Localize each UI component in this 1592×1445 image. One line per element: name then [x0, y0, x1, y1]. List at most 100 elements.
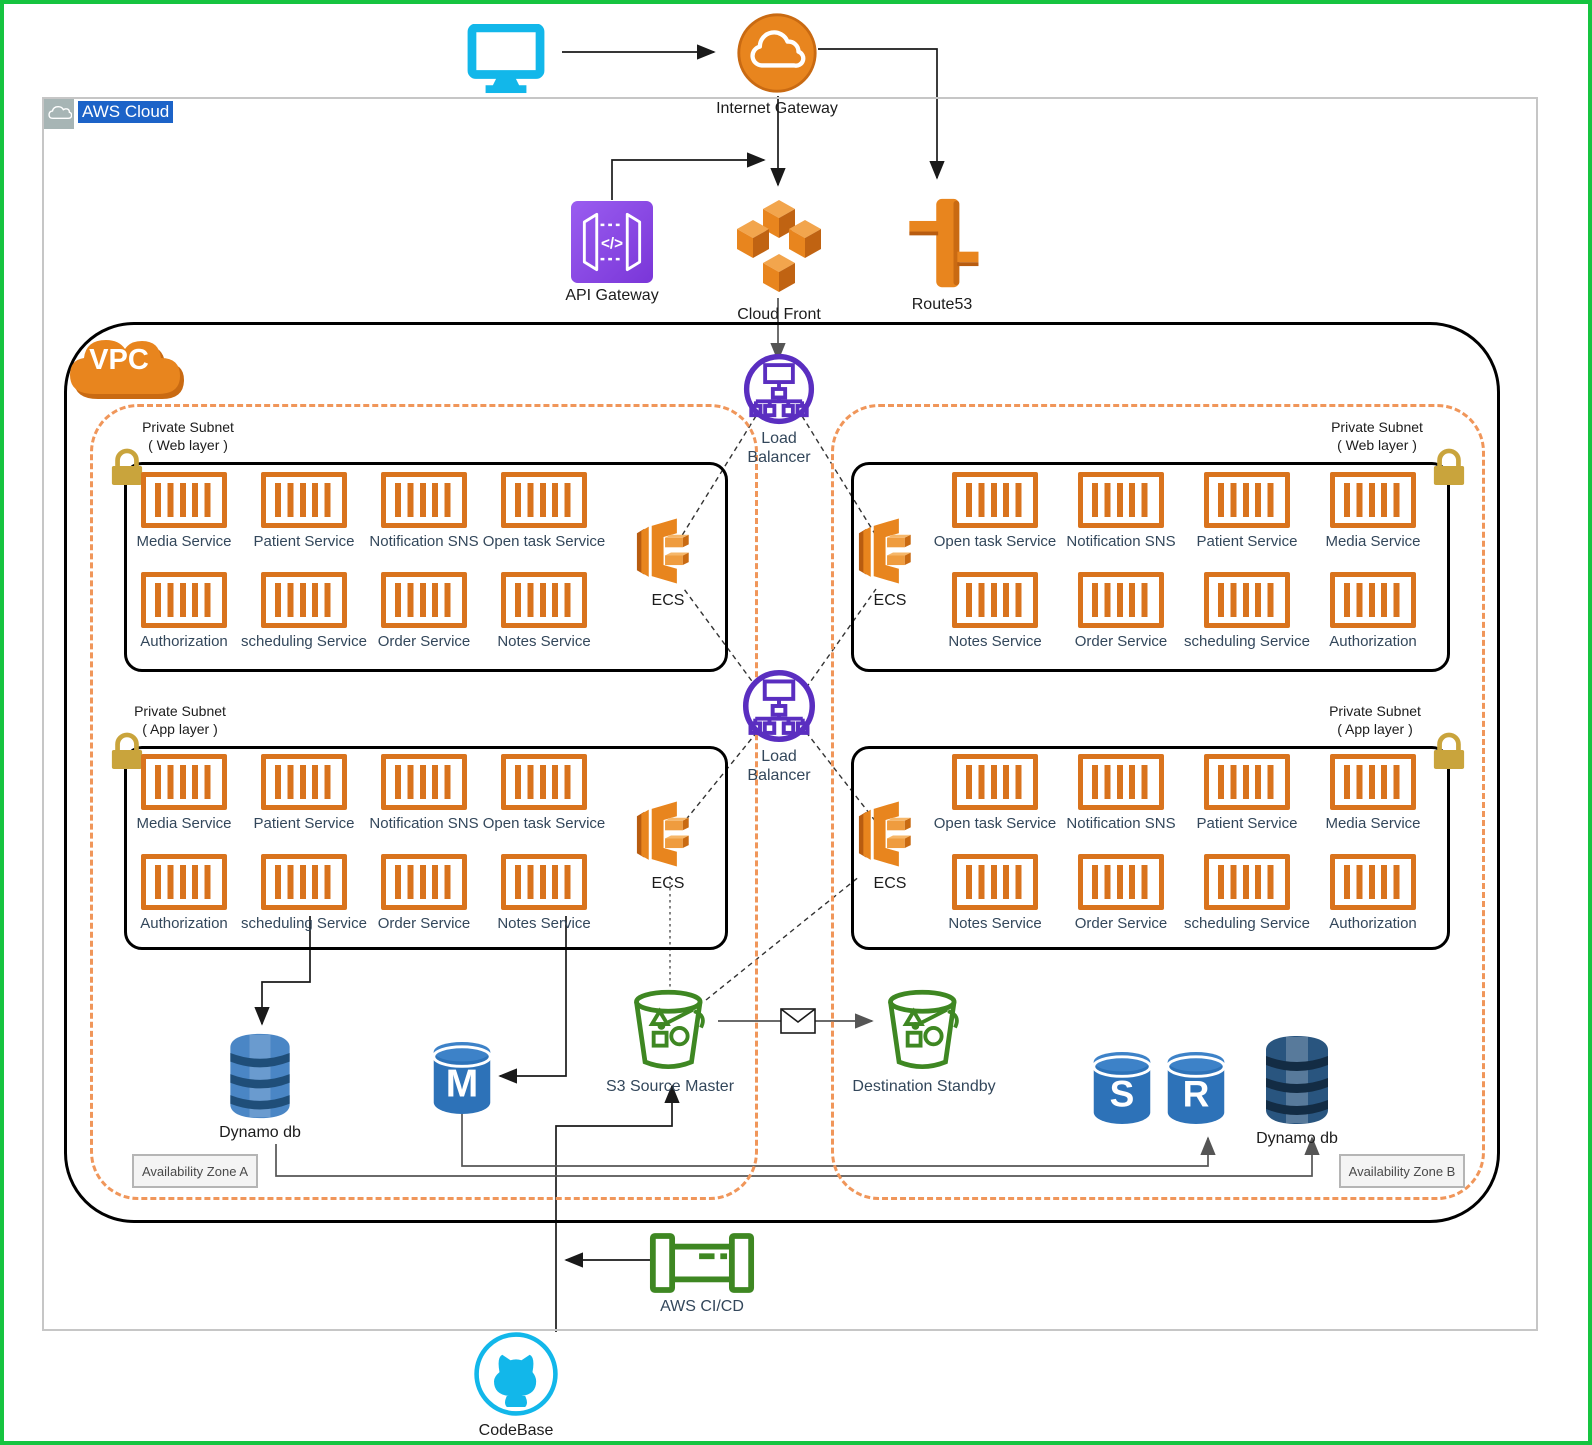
ecs-icon [853, 797, 927, 871]
r-database-node[interactable]: R [1164, 1050, 1228, 1126]
container-icon [1330, 754, 1416, 810]
service-node[interactable]: scheduling Service [1184, 854, 1310, 946]
service-node[interactable]: Open task Service [483, 754, 605, 846]
git-cat-icon [472, 1330, 560, 1418]
app-right-box [851, 746, 1450, 950]
ecs-icon [853, 514, 927, 588]
service-node[interactable]: Authorization [124, 572, 244, 664]
subnet-title-app-left: Private Subnet( App layer ) [134, 703, 226, 737]
web-right-services: Open task Service Notification SNS Patie… [932, 472, 1436, 664]
container-icon [1204, 472, 1290, 528]
service-node[interactable]: Media Service [1310, 754, 1436, 846]
container-icon [1330, 472, 1416, 528]
connectors-layer [254, 44, 1320, 1332]
service-node[interactable]: Notification SNS [364, 472, 484, 564]
container-icon [1078, 754, 1164, 810]
s-database-node[interactable]: S [1090, 1050, 1154, 1126]
service-node[interactable]: Patient Service [244, 472, 364, 564]
container-icon [141, 854, 227, 910]
container-icon [1204, 754, 1290, 810]
codebase-node[interactable]: CodeBase [470, 1330, 562, 1440]
container-icon [261, 572, 347, 628]
cloud-front-node[interactable]: Cloud Front [726, 200, 832, 324]
service-node[interactable]: Order Service [1058, 854, 1184, 946]
service-node[interactable]: Authorization [1310, 572, 1436, 664]
vpc-box [64, 322, 1500, 1223]
dynamodb-right-node[interactable]: Dynamo db [1252, 1034, 1342, 1148]
dynamodb-left-node[interactable]: Dynamo db [219, 1032, 301, 1142]
service-node[interactable]: scheduling Service [241, 854, 367, 946]
s3-source-node[interactable]: S3 Source Master [606, 988, 734, 1096]
destination-standby-node[interactable]: Destination Standby [852, 988, 996, 1096]
service-node[interactable]: Notes Service [484, 572, 604, 664]
container-icon [381, 572, 467, 628]
container-icon [952, 472, 1038, 528]
service-node[interactable]: Notification SNS [1058, 472, 1184, 564]
container-icon [1078, 572, 1164, 628]
service-node[interactable]: Media Service [124, 754, 244, 846]
service-node[interactable]: scheduling Service [1184, 572, 1310, 664]
app-left-services: Media Service Patient Service Notificati… [124, 754, 605, 946]
container-icon [261, 854, 347, 910]
vpc-badge[interactable]: VPC [62, 318, 194, 404]
web-left-services: Media Service Patient Service Notificati… [124, 472, 605, 664]
container-icon [952, 754, 1038, 810]
web-right-box [851, 462, 1450, 672]
client-monitor-icon[interactable] [467, 24, 545, 94]
service-node[interactable]: Patient Service [244, 754, 364, 846]
container-icon [381, 754, 467, 810]
container-icon [261, 754, 347, 810]
service-node[interactable]: Open task Service [483, 472, 605, 564]
container-icon [141, 472, 227, 528]
container-icon [1330, 572, 1416, 628]
service-node[interactable]: Authorization [124, 854, 244, 946]
container-icon [141, 754, 227, 810]
service-node[interactable]: Order Service [364, 572, 484, 664]
service-node[interactable]: Patient Service [1184, 472, 1310, 564]
service-node[interactable]: Authorization [1310, 854, 1436, 946]
ecs-node[interactable]: ECS [628, 797, 708, 893]
availability-zone-a-tag: Availability Zone A [132, 1154, 258, 1188]
subnet-title-app-right: Private Subnet( App layer ) [1329, 703, 1421, 737]
service-node[interactable]: Open task Service [932, 754, 1058, 846]
ecs-node[interactable]: ECS [628, 514, 708, 610]
ecs-node[interactable]: ECS [850, 514, 930, 610]
service-node[interactable]: Notes Service [484, 854, 604, 946]
availability-zone-b-tag: Availability Zone B [1339, 1154, 1465, 1188]
internet-gateway-node[interactable]: Internet Gateway [692, 12, 862, 118]
service-node[interactable]: Order Service [364, 854, 484, 946]
container-icon [1204, 572, 1290, 628]
container-icon [1330, 854, 1416, 910]
api-gateway-node[interactable]: API Gateway [552, 201, 672, 305]
api-gateway-icon [571, 201, 653, 283]
container-icon [1204, 854, 1290, 910]
ecs-icon [631, 797, 705, 871]
cicd-node[interactable]: AWS CI/CD [646, 1232, 758, 1316]
service-node[interactable]: Open task Service [932, 472, 1058, 564]
container-icon [501, 572, 587, 628]
service-node[interactable]: Notification SNS [364, 754, 484, 846]
container-icon [381, 472, 467, 528]
service-node[interactable]: Media Service [124, 472, 244, 564]
service-node[interactable]: Media Service [1310, 472, 1436, 564]
ecs-icon [631, 514, 705, 588]
container-icon [1078, 854, 1164, 910]
aws-cloud-label[interactable]: AWS Cloud [78, 101, 174, 123]
s3-bucket-icon [626, 988, 714, 1074]
mongodb-node[interactable]: M [430, 1040, 494, 1116]
s3-bucket-icon [880, 988, 968, 1074]
service-node[interactable]: Notes Service [932, 572, 1058, 664]
service-node[interactable]: Notes Service [932, 854, 1058, 946]
r-database-letter: R [1183, 1073, 1210, 1115]
container-icon [1078, 472, 1164, 528]
aws-cloud-box [42, 97, 1538, 1331]
ecs-node[interactable]: ECS [850, 797, 930, 893]
route53-icon [903, 196, 981, 292]
service-node[interactable]: Notification SNS [1058, 754, 1184, 846]
service-node[interactable]: Order Service [1058, 572, 1184, 664]
service-node[interactable]: Patient Service [1184, 754, 1310, 846]
route53-node[interactable]: Route53 [902, 196, 982, 314]
service-node[interactable]: scheduling Service [241, 572, 367, 664]
